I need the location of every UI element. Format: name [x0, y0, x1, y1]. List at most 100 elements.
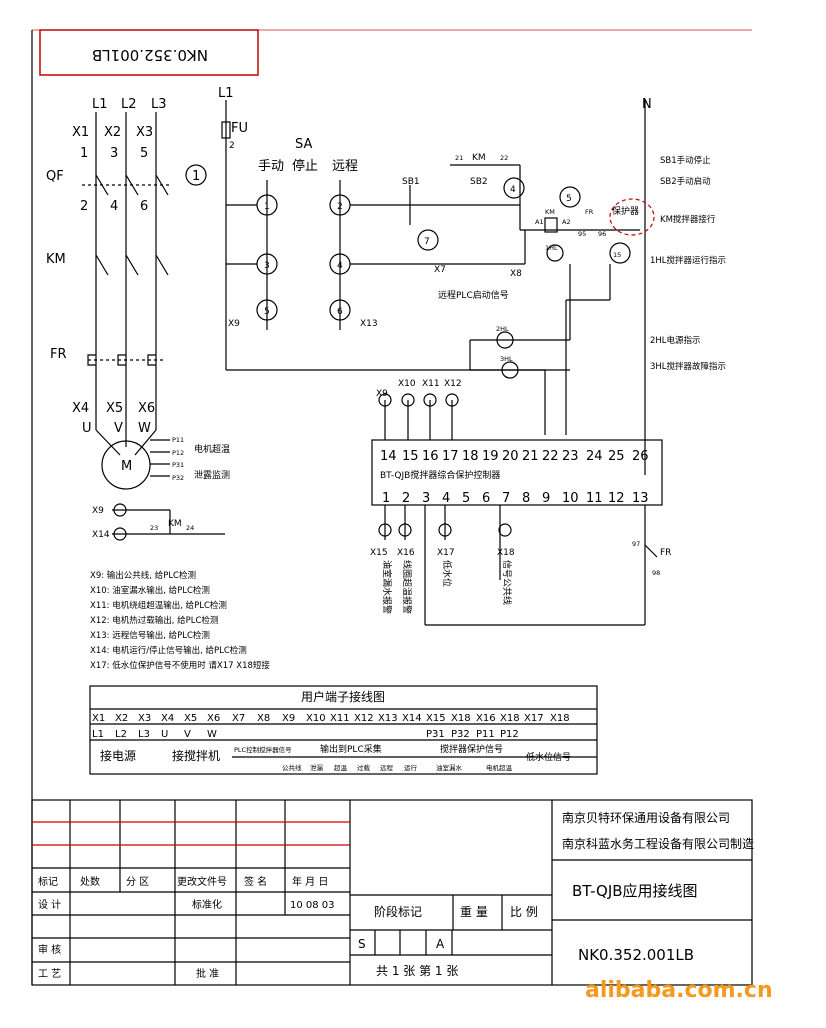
svg-text:3: 3 — [264, 261, 270, 271]
svg-text:P11: P11 — [476, 729, 495, 740]
svg-text:公共线: 公共线 — [282, 763, 302, 772]
svg-text:分 区: 分 区 — [126, 876, 149, 888]
svg-text:X15: X15 — [426, 713, 446, 724]
vertical-labels: 油室漏水报警 线圈超温报警 低水位 信号公共线 — [381, 560, 513, 614]
svg-text:X14: X14 — [402, 713, 422, 724]
svg-text:阶段标记: 阶段标记 — [374, 904, 422, 919]
right-legend: SB1手动停止 SB2手动启动 KM搅拌器接行 1HL搅拌器运行指示 2HL电源… — [496, 155, 726, 372]
svg-text:KM: KM — [168, 519, 182, 529]
svg-text:L3: L3 — [151, 97, 167, 112]
svg-text:X7: X7 — [434, 265, 446, 275]
svg-text:21: 21 — [455, 154, 463, 162]
svg-text:1HL: 1HL — [545, 244, 558, 252]
svg-text:SA: SA — [295, 137, 312, 152]
svg-text:2HL电源指示: 2HL电源指示 — [650, 335, 701, 346]
svg-text:P31: P31 — [426, 729, 445, 740]
svg-text:1: 1 — [192, 169, 200, 184]
svg-text:X1: X1 — [92, 713, 105, 724]
svg-text:X13: X13 — [360, 319, 378, 329]
svg-text:P32: P32 — [172, 474, 184, 482]
svg-text:X9: X9 — [228, 319, 240, 329]
svg-text:SB1: SB1 — [402, 177, 420, 187]
svg-text:X7: X7 — [232, 713, 245, 724]
svg-text:V: V — [184, 729, 191, 740]
svg-text:5: 5 — [566, 194, 572, 204]
user-table-groups: 接电源 接搅拌机 PLC控制搅拌器信号 输出到PLC采集 搅拌器保护信号 低水位… — [100, 743, 571, 772]
svg-text:22: 22 — [500, 154, 508, 162]
svg-text:1HL搅拌器运行指示: 1HL搅拌器运行指示 — [650, 255, 726, 266]
svg-text:共 1 张 第 1 张: 共 1 张 第 1 张 — [376, 964, 458, 978]
svg-text:X10: 油室漏水输出, 给PLC检测: X10: 油室漏水输出, 给PLC检测 — [90, 585, 210, 596]
svg-text:审 核: 审 核 — [38, 943, 61, 956]
svg-text:13: 13 — [632, 491, 649, 506]
svg-text:QF: QF — [46, 169, 64, 184]
svg-text:2: 2 — [337, 202, 343, 212]
svg-text:南京科蓝水务工程设备有限公司制造: 南京科蓝水务工程设备有限公司制造 — [562, 836, 754, 851]
svg-text:S: S — [358, 937, 366, 951]
svg-text:17: 17 — [442, 449, 459, 464]
svg-text:X6: X6 — [138, 401, 155, 416]
svg-text:更改文件号: 更改文件号 — [177, 875, 227, 888]
motor-pins: P11 P12 P31 P32 电机超温 泄露监测 — [172, 436, 230, 482]
svg-text:6: 6 — [140, 199, 148, 214]
svg-text:2: 2 — [402, 491, 410, 506]
svg-text:运行: 运行 — [404, 763, 418, 772]
svg-text:4: 4 — [110, 199, 118, 214]
svg-text:4: 4 — [337, 261, 343, 271]
svg-text:X12: X12 — [354, 713, 374, 724]
svg-text:21: 21 — [522, 449, 539, 464]
svg-text:SB2手动启动: SB2手动启动 — [660, 176, 711, 187]
svg-text:15: 15 — [402, 449, 419, 464]
svg-text:3HL搅拌器故障指示: 3HL搅拌器故障指示 — [650, 361, 726, 372]
svg-text:97: 97 — [632, 540, 640, 548]
svg-text:10: 10 — [562, 491, 579, 506]
svg-text:过载: 过载 — [357, 763, 371, 772]
svg-text:A: A — [436, 937, 445, 951]
svg-text:1: 1 — [80, 146, 88, 161]
svg-text:2: 2 — [80, 199, 88, 214]
svg-text:X14: 电机运行/停止信号输出, 给PLC检测: X14: 电机运行/停止信号输出, 给PLC检测 — [90, 645, 247, 656]
svg-text:24: 24 — [186, 524, 194, 532]
svg-text:接搅拌机: 接搅拌机 — [172, 748, 220, 763]
svg-text:低水位信号: 低水位信号 — [526, 751, 571, 763]
svg-text:20: 20 — [502, 449, 519, 464]
svg-text:X13: 远程信号输出, 给PLC检测: X13: 远程信号输出, 给PLC检测 — [90, 630, 210, 641]
user-table-row1: X1 X2 X3 X4 X5 X6 X7 X8 X9 X10 X11 X12 X… — [92, 713, 570, 724]
svg-text:P32: P32 — [451, 729, 470, 740]
svg-text:处数: 处数 — [80, 875, 100, 888]
svg-text:X3: X3 — [138, 713, 151, 724]
svg-text:FR: FR — [50, 347, 67, 362]
svg-text:2: 2 — [229, 141, 235, 151]
svg-text:16: 16 — [422, 449, 439, 464]
svg-text:5: 5 — [140, 146, 148, 161]
rotated-code: NK0.352.001LB — [92, 46, 208, 64]
svg-text:FU: FU — [231, 121, 248, 136]
svg-text:X18: X18 — [550, 713, 570, 724]
svg-text:6: 6 — [337, 307, 343, 317]
svg-text:95: 95 — [578, 230, 586, 238]
svg-text:L2: L2 — [121, 97, 137, 112]
svg-text:A2: A2 — [562, 218, 571, 226]
svg-text:NK0.352.001LB: NK0.352.001LB — [578, 946, 694, 964]
svg-text:19: 19 — [482, 449, 499, 464]
svg-text:X13: X13 — [378, 713, 398, 724]
svg-text:X17: X17 — [437, 548, 455, 558]
svg-text:远程: 远程 — [332, 159, 358, 174]
user-table-title: 用户端子接线图 — [301, 689, 385, 704]
svg-text:X9: X9 — [282, 713, 295, 724]
svg-text:工 艺: 工 艺 — [38, 968, 61, 980]
svg-text:X2: X2 — [115, 713, 128, 724]
svg-text:输出到PLC采集: 输出到PLC采集 — [320, 743, 382, 755]
title-block: 南京贝特环保通用设备有限公司 南京科蓝水务工程设备有限公司制造 BT-QJB应用… — [38, 810, 754, 980]
svg-text:X15: X15 — [370, 548, 388, 558]
svg-text:超温: 超温 — [334, 763, 348, 772]
svg-text:V: V — [114, 421, 123, 436]
svg-text:X10: X10 — [306, 713, 326, 724]
svg-text:SB1手动停止: SB1手动停止 — [660, 155, 711, 166]
svg-text:22: 22 — [542, 449, 559, 464]
svg-text:保护器: 保护器 — [612, 205, 639, 217]
svg-text:P31: P31 — [172, 461, 184, 469]
svg-text:SB2: SB2 — [470, 177, 488, 187]
svg-text:设 计: 设 计 — [38, 898, 61, 911]
